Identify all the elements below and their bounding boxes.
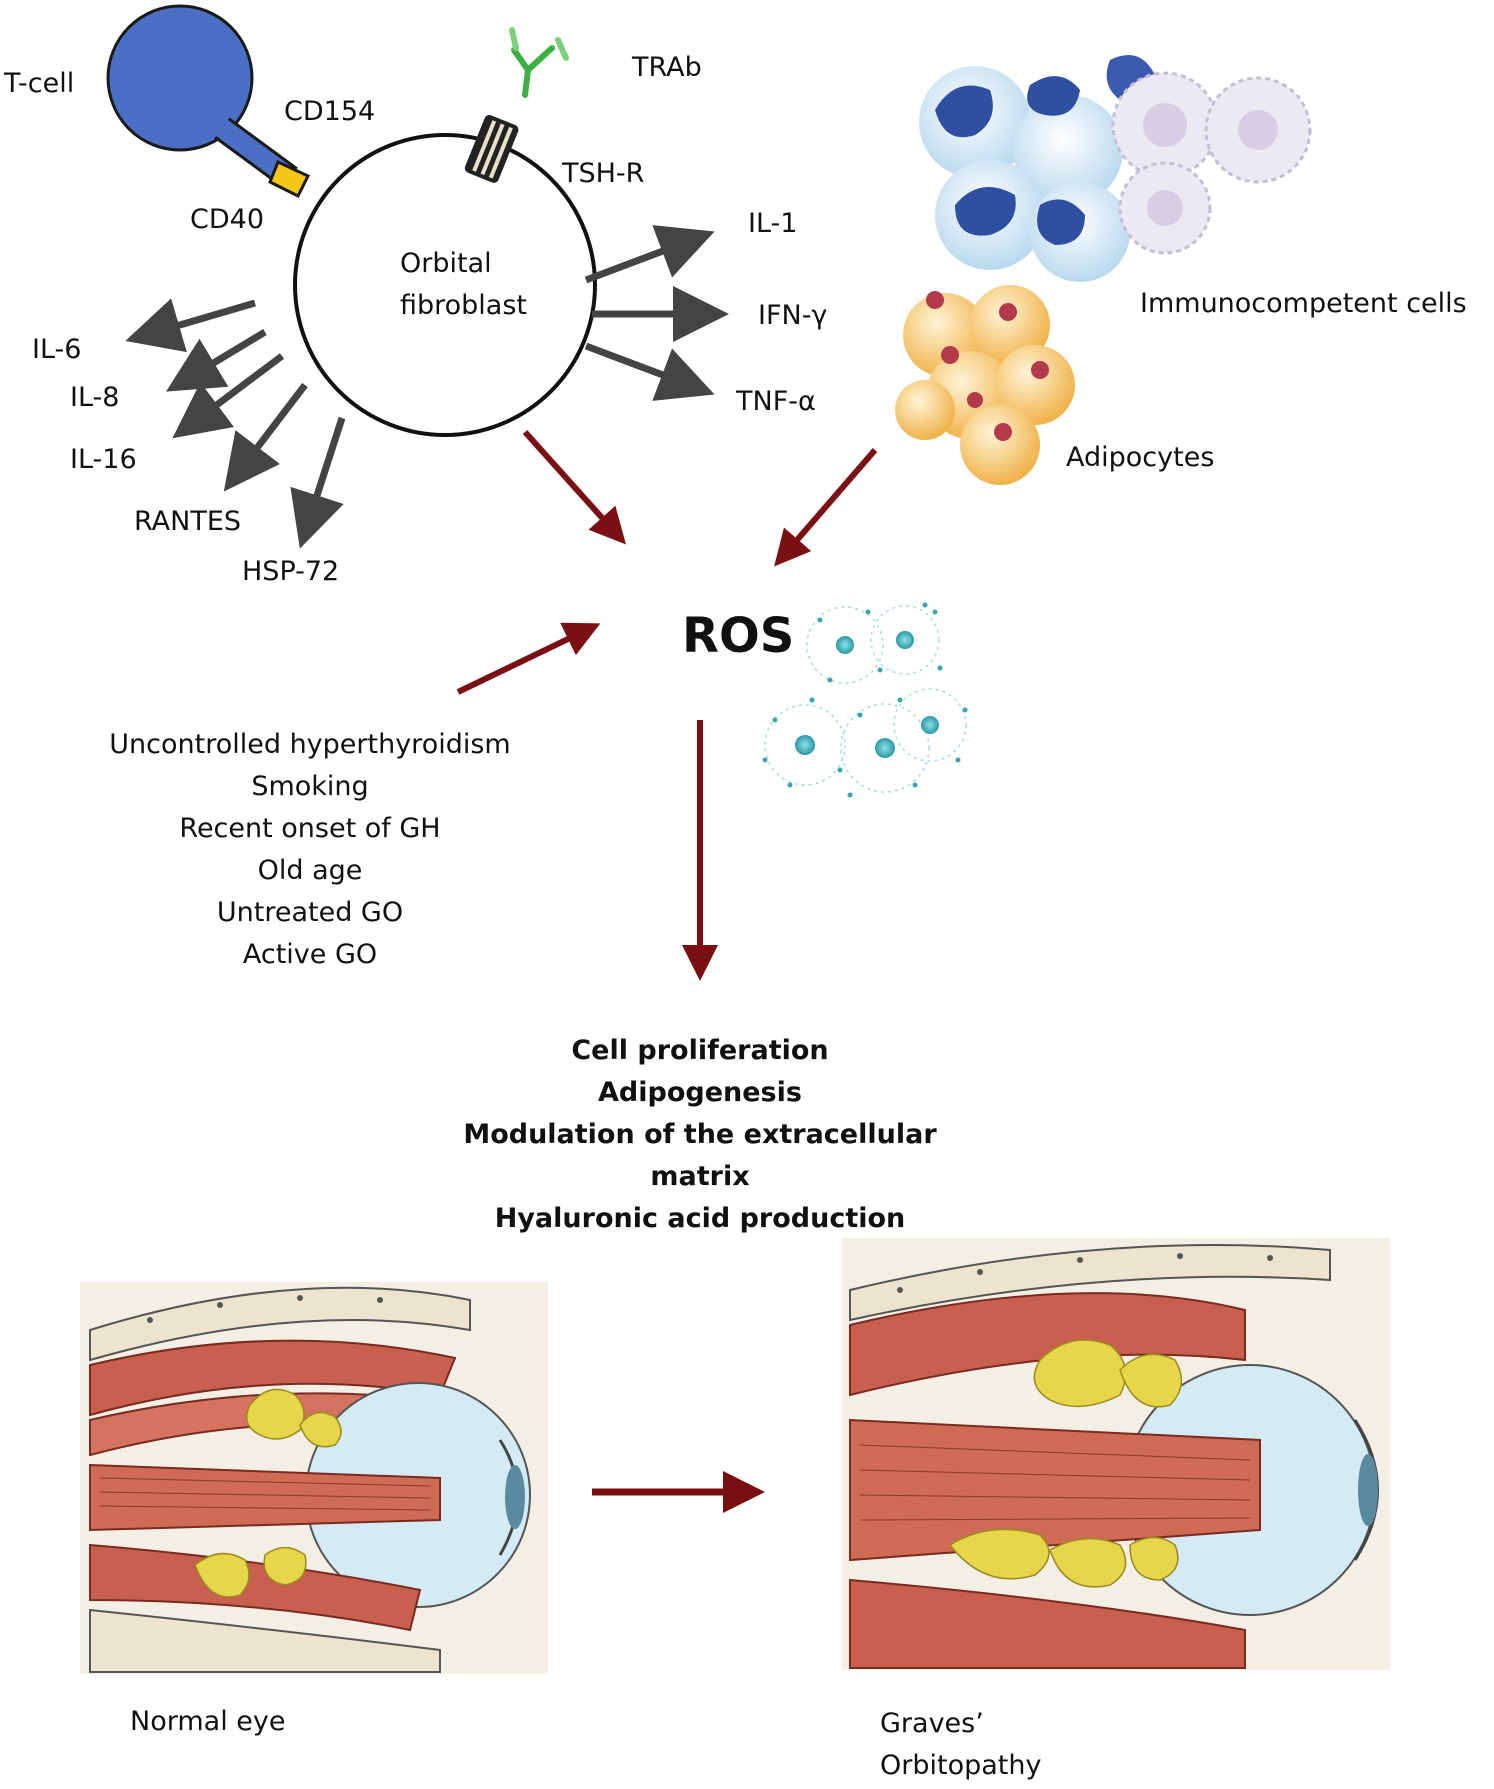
rantes-label: RANTES (134, 506, 242, 537)
cd40-receptor-icon (268, 159, 311, 199)
adipocytes-illustration (895, 285, 1075, 485)
fibroblast-label-line1: Orbital (400, 248, 492, 279)
t-cell-label: T-cell (4, 68, 75, 99)
risk-factor-item: Uncontrolled hyperthyroidism (109, 729, 511, 760)
tsh-receptor-icon (464, 114, 519, 183)
effect-item: Hyaluronic acid production (494, 1203, 906, 1234)
tsh-r-label: TSH-R (562, 158, 645, 189)
graves-caption-line2: Orbitopathy (880, 1750, 1042, 1781)
ros-label: ROS (682, 608, 795, 664)
il16-label: IL-16 (70, 444, 137, 475)
ros-particles-illustration (762, 602, 968, 798)
trab-antibody-icon (509, 27, 569, 98)
cytokine-out-arrows-left (125, 298, 346, 549)
cytokine-out-arrows-right (584, 225, 729, 401)
risk-factor-item: Smoking (251, 771, 369, 802)
hsp72-label: HSP-72 (242, 556, 340, 587)
risk-factors-list: Uncontrolled hyperthyroidism Smoking Rec… (80, 724, 540, 976)
risk-factor-item: Recent onset of GH (179, 813, 441, 844)
risk-factor-item: Old age (257, 855, 363, 886)
cd154-label: CD154 (284, 96, 376, 127)
ifn-gamma-label: IFN-γ (758, 300, 828, 331)
orbital-fibroblast-cell (293, 133, 597, 437)
ros-input-arrows (456, 429, 878, 695)
immunocompetent-cells-label: Immunocompetent cells (1140, 288, 1467, 319)
graves-caption-line1: Graves’ (880, 1708, 984, 1739)
risk-factor-item: Untreated GO (216, 897, 404, 928)
graves-orbitopathy-illustration (842, 1238, 1390, 1670)
normal-eye-caption: Normal eye (130, 1706, 286, 1737)
cd40-label: CD40 (190, 204, 264, 235)
effect-item: Adipogenesis (598, 1077, 802, 1108)
fibroblast-label-line2: fibroblast (400, 290, 528, 321)
immunocompetent-cells-illustration (919, 55, 1312, 282)
effect-item: Cell proliferation (571, 1035, 829, 1066)
effects-list: Cell proliferation Adipogenesis Modulati… (430, 1030, 970, 1240)
effect-item: Modulation of the extracellular (463, 1119, 937, 1150)
normal-eye-illustration (80, 1282, 548, 1674)
risk-factor-item: Active GO (242, 939, 378, 970)
t-cell-icon (106, 4, 298, 189)
tnf-alpha-label: TNF-α (736, 386, 816, 417)
trab-label: TRAb (632, 52, 702, 83)
effect-item: matrix (650, 1161, 750, 1192)
il1-label: IL-1 (748, 208, 798, 239)
il8-label: IL-8 (70, 382, 120, 413)
il6-label: IL-6 (32, 334, 82, 365)
adipocytes-label: Adipocytes (1066, 442, 1215, 473)
